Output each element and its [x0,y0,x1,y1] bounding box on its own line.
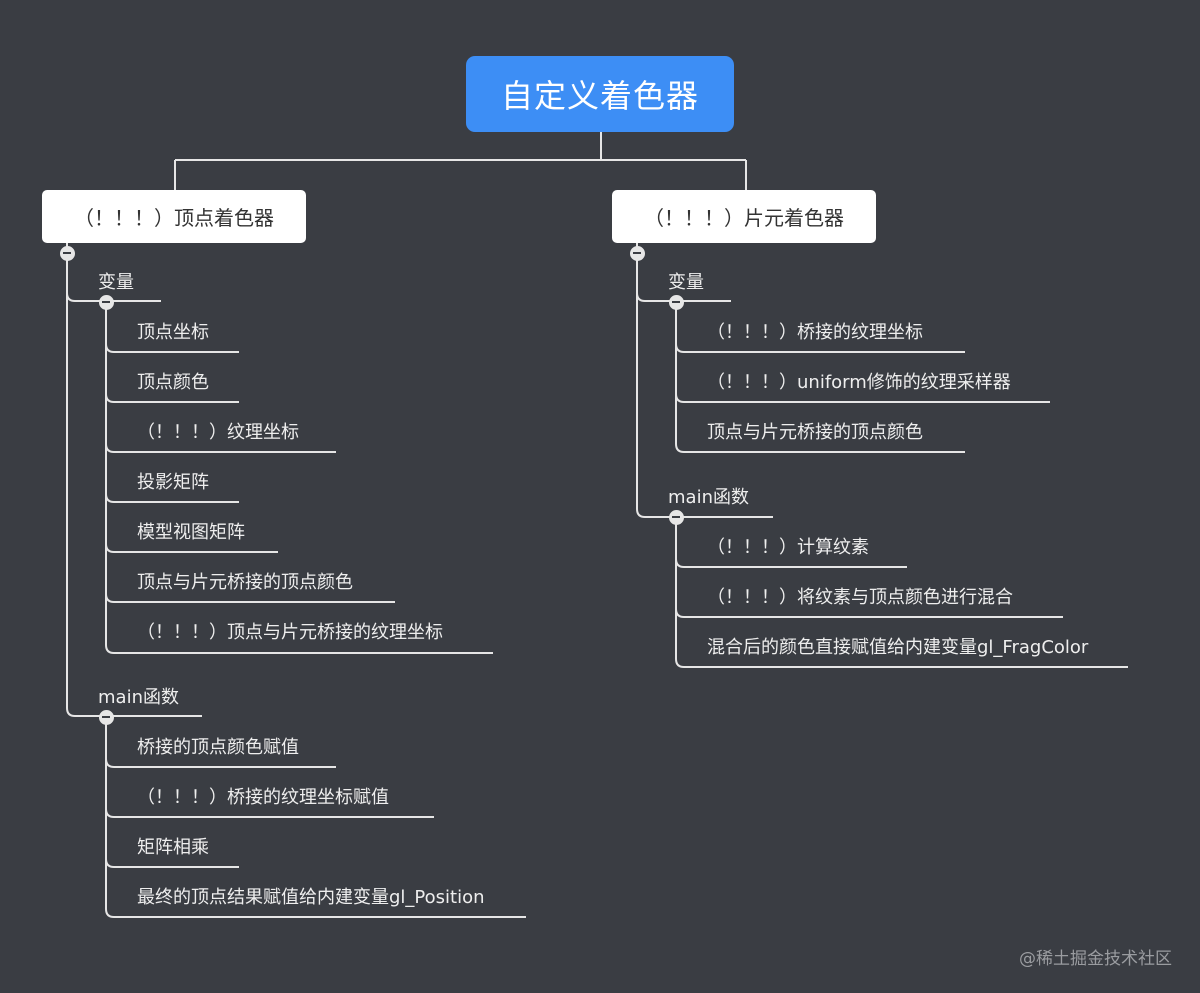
vertex-variable-item[interactable]: （！！！）纹理坐标 [137,422,299,443]
fragment-main-item[interactable]: （！！！）将纹素与顶点颜色进行混合 [707,587,1013,608]
collapse-icon[interactable] [629,245,645,261]
fragment-variables-node[interactable]: 变量 [668,272,704,293]
vertex-variable-item[interactable]: （！！！）顶点与片元桥接的纹理坐标 [137,622,443,643]
vertex-variable-item[interactable]: 模型视图矩阵 [137,522,245,543]
collapse-icon[interactable] [98,294,114,310]
vertex-main-item[interactable]: （！！！）桥接的纹理坐标赋值 [137,787,389,808]
fragment-main-node[interactable]: main函数 [668,487,749,508]
vertex-main-item[interactable]: 最终的顶点结果赋值给内建变量gl_Position [137,887,485,908]
vertex-main-item[interactable]: 桥接的顶点颜色赋值 [137,737,299,758]
vertex-shader-node[interactable]: （！！！）顶点着色器 [42,190,306,243]
vertex-main-item[interactable]: 矩阵相乘 [137,837,209,858]
vertex-variable-item[interactable]: 顶点颜色 [137,372,209,393]
fragment-shader-node[interactable]: （！！！）片元着色器 [612,190,876,243]
vertex-variable-item[interactable]: 顶点坐标 [137,322,209,343]
watermark: @稀土掘金技术社区 [1019,949,1172,969]
collapse-icon[interactable] [668,294,684,310]
collapse-icon[interactable] [98,709,114,725]
collapse-icon[interactable] [668,509,684,525]
fragment-variable-item[interactable]: 顶点与片元桥接的顶点颜色 [707,422,923,443]
fragment-main-item[interactable]: （！！！）计算纹素 [707,537,869,558]
fragment-main-item[interactable]: 混合后的颜色直接赋值给内建变量gl_FragColor [707,637,1089,658]
vertex-variable-item[interactable]: 投影矩阵 [137,472,209,493]
collapse-icon[interactable] [59,245,75,261]
fragment-variable-item[interactable]: （！！！）uniform修饰的纹理采样器 [707,372,1011,393]
vertex-variable-item[interactable]: 顶点与片元桥接的顶点颜色 [137,572,353,593]
vertex-main-node[interactable]: main函数 [98,687,179,708]
fragment-variable-item[interactable]: （！！！）桥接的纹理坐标 [707,322,923,343]
vertex-variables-node[interactable]: 变量 [98,272,134,293]
root-node[interactable]: 自定义着色器 [466,56,734,132]
